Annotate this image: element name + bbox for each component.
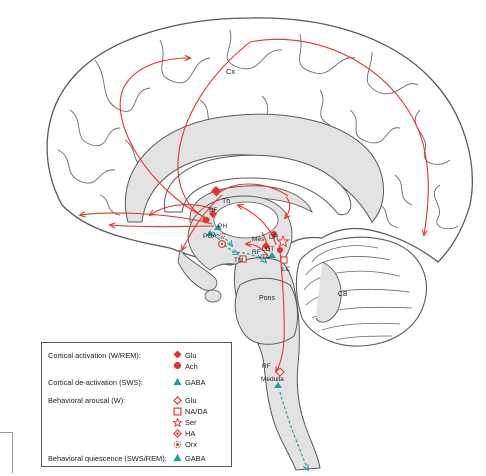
label-rf-upper: RF: [252, 249, 261, 256]
ldt-ach-dot: [277, 247, 283, 253]
legend-title-cortical-activation: Cortical activation (W/REM):: [48, 351, 141, 360]
filled-circle-icon: [173, 361, 182, 370]
medulla-glu-diamond: [275, 367, 285, 377]
legend-item-ha: HA: [185, 429, 196, 438]
rf-glu-diamond: [262, 242, 270, 250]
label-mes: Mes: [252, 236, 265, 243]
lc-nada-square: [280, 256, 288, 264]
open-diamond-icon: [173, 396, 182, 405]
nuclei-symbols: [202, 186, 290, 388]
thalamus-body: [213, 201, 279, 239]
label-dr: DR: [269, 234, 279, 241]
pituitary: [204, 289, 222, 303]
label-pons: Pons: [259, 295, 275, 302]
vta-nada-square: [239, 255, 247, 263]
hypothalamus: [177, 248, 218, 291]
label-poa: POA: [203, 233, 217, 240]
label-medulla: Medulla: [261, 376, 284, 383]
legend: Cortical activation (W/REM): Glu Ach Cor…: [41, 342, 232, 467]
filled-triangle-icon: [173, 377, 182, 386]
orx-burst: [218, 232, 226, 240]
legend-title-cortical-deactivation: Cortical de-activation (SWS):: [48, 378, 143, 387]
legend-item-gaba: GABA: [185, 378, 206, 387]
filled-triangle-icon: [173, 453, 182, 462]
label-lc: LC: [282, 266, 291, 273]
legend-item-glu-arousal: Glu: [185, 396, 197, 405]
label-rf-lower: RF: [262, 363, 271, 370]
rf-gaba-triangle: [268, 252, 276, 258]
legend-item-orx: Orx: [185, 440, 197, 449]
bf-ach-dot: [202, 216, 210, 224]
legend-title-behavioral-arousal: Behavioral arousal (W):: [48, 396, 126, 405]
legend-title-behavioral-quiescence: Behavioral quiescence (SWS/REM):: [48, 454, 167, 463]
mes-glu-dot: [271, 231, 277, 237]
open-square-icon: [173, 407, 182, 416]
poa-gaba-triangle: [206, 230, 214, 236]
dr-ser-star: [276, 234, 290, 248]
label-ldt: LDT: [262, 246, 274, 253]
region-labels: Cx Th BF PH POA TM VTA Mes DR LDT RF LC …: [203, 67, 348, 383]
open-star-icon: [173, 418, 182, 427]
corpus-callosum: [163, 154, 352, 216]
label-cerebellum: CB: [338, 291, 348, 298]
bf-glu-diamond: [209, 210, 217, 218]
burst-circle-icon: [173, 440, 182, 449]
label-cortex: Cx: [226, 67, 235, 76]
label-ph: PH: [218, 223, 227, 230]
corner-frame-mark: [0, 432, 13, 473]
cerebellum: [295, 236, 427, 347]
label-vta: VTA: [258, 255, 269, 261]
legend-item-nada: NA/DA: [185, 407, 208, 416]
label-thalamus: Th: [222, 198, 230, 205]
medulla-gaba-triangle: [274, 382, 282, 388]
open-diamond-dot-icon: [173, 429, 182, 438]
cortical-activation-pathways: [80, 38, 429, 372]
pons-body: [234, 277, 298, 345]
th-glu-diamond: [211, 186, 221, 196]
label-tm: TM: [234, 257, 243, 264]
label-bf: BF: [209, 207, 217, 214]
cingulate-region: [124, 113, 384, 223]
ph-gaba-triangle: [214, 224, 222, 230]
legend-item-ach: Ach: [185, 362, 198, 371]
legend-item-ser: Ser: [185, 418, 197, 427]
filled-diamond-icon: [173, 350, 182, 359]
legend-item-glu: Glu: [185, 351, 197, 360]
legend-item-gaba-quiescence: GABA: [185, 454, 206, 463]
